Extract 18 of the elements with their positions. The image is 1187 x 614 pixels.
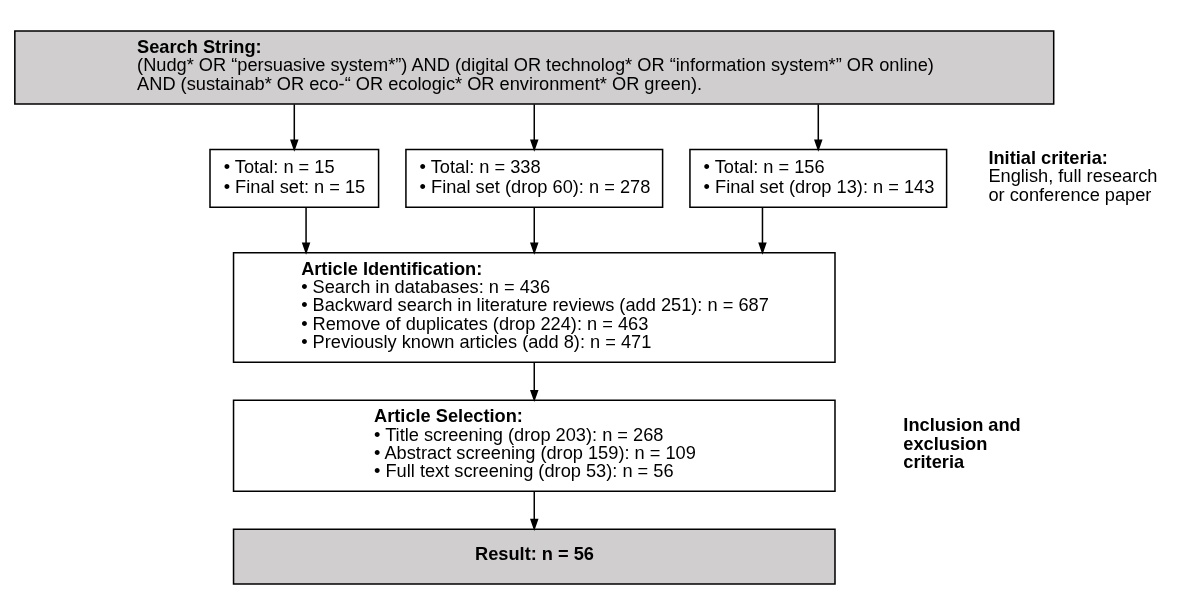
label: Inclusion and exclusion criteria [903, 414, 1021, 472]
arrow [290, 103, 299, 152]
node-box: • Total: n = 156 • Final set (drop 13): n = 143 [689, 148, 948, 208]
arrow [814, 103, 823, 152]
arrow [301, 206, 311, 255]
node-box: Article Identification: • Search in databases: n = 436 • Backward search in literature reviews (add 251): n = 687 • Remove of duplicates (drop 224): n = 463 • Previously known articles (add 8): n = 471 [232, 251, 836, 363]
arrow [758, 206, 767, 255]
node-box: Search String: (Nudg* OR “persuasive system*”) AND (digital OR technolog* OR “information system*” OR online) AND (sustainab* OR eco-“ OR ecologic* OR environment* OR green). [14, 29, 1055, 105]
node-box: Result: n = 56 [232, 528, 836, 585]
node-box: Article Selection: • Title screening (drop 203): n = 268 • Abstract screening (drop 159): n = 109 • Full text screening (drop 53): n = 56 [232, 398, 836, 492]
arrow [530, 490, 539, 531]
node-box: • Total: n = 15 • Final set: n = 15 [209, 148, 380, 208]
arrow [530, 103, 539, 152]
node-box: • Total: n = 338 • Final set (drop 60): n = 278 [405, 148, 664, 208]
arrow [530, 206, 539, 255]
label: English, full research or conference paper [988, 165, 1158, 205]
arrow [530, 361, 539, 402]
label: Initial criteria: [988, 147, 1108, 168]
